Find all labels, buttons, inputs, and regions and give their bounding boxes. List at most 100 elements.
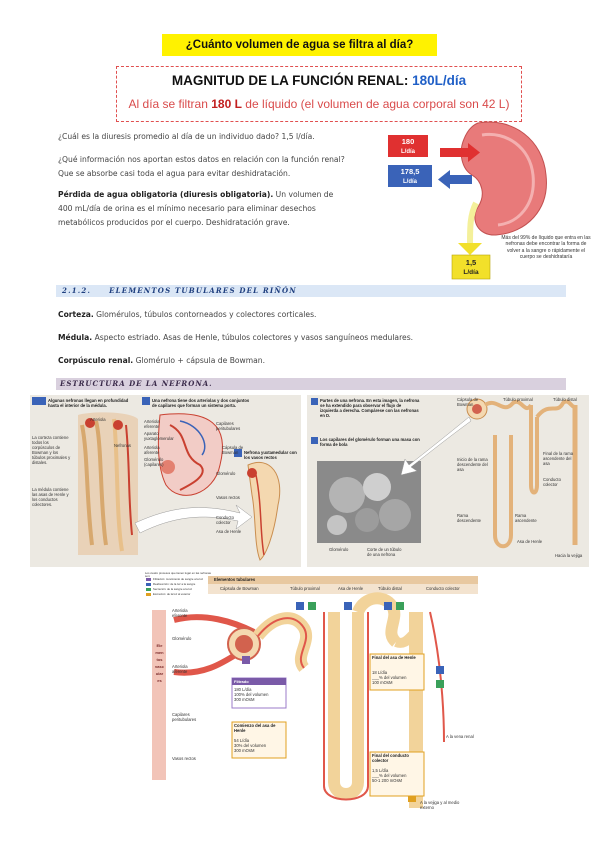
left-label-vasos-rectos: Vasos rectos — [216, 495, 240, 500]
right-label-proximal: Túbulo proximal — [503, 397, 533, 402]
vascular-vertical-label: Elementos vasculares — [155, 643, 164, 683]
left-label-asa: Asa de Henle — [216, 529, 242, 534]
micro-blob-4 — [327, 515, 347, 535]
box-filtrado-header — [232, 678, 286, 685]
definition-corteza: Corteza. Glomérulos, túbulos contorneado… — [58, 308, 558, 322]
capillary-network — [157, 413, 223, 496]
right-label-glomerulo: Glomérulo — [329, 547, 349, 552]
label-tag-b — [142, 397, 150, 405]
q2-text: ¿Qué información nos aportan estos datos… — [58, 155, 345, 164]
right-label-vejiga: Hacia la vejiga — [555, 553, 583, 558]
question-banner: ¿Cuánto volumen de agua se filtra al día… — [162, 34, 437, 56]
right-label-final: Final de la rama ascendente del asa — [543, 451, 574, 466]
box-henle-end — [369, 653, 425, 691]
tubular-drawing — [146, 576, 478, 808]
process-sec-badge-1 — [308, 602, 316, 610]
kidney-column — [78, 412, 138, 555]
process-reab-badge-2 — [344, 602, 352, 610]
legend-excretion: Excreción: de la luz al exterior — [153, 592, 191, 596]
nephron-figure-left: Algunas nefronas llegan en profundidad h… — [30, 395, 301, 567]
tubular-figure: Los cuatro procesos que tienen lugar en … — [144, 571, 484, 812]
tubular-header: Elementos tubulares — [214, 577, 256, 582]
corpusculo-text: Glomérulo + cápsula de Bowman. — [133, 356, 266, 365]
right-label-ascendente: Rama ascendente — [515, 513, 537, 523]
glomerulus-big — [235, 635, 253, 653]
urine-unit: L/día — [463, 269, 479, 276]
corpusculo-term: Corpúsculo renal. — [58, 356, 134, 365]
glomerulus-ball — [472, 404, 482, 414]
right-label-bladder: A la vejiga y al medio externo — [420, 800, 460, 810]
nephron-left-drawing — [32, 397, 281, 561]
magnitude-subtitle: Al día se filtran 180 L de líquido (el v… — [117, 97, 521, 111]
q1-text: ¿Cuál es la diuresis promedio al día de … — [58, 132, 280, 141]
out-value: 178,5 — [401, 167, 420, 176]
proximal-tubule — [483, 399, 533, 411]
tubule-3 — [112, 418, 124, 552]
legend-title: Los cuatro procesos que tienen lugar en … — [145, 571, 211, 579]
in-unit: L/día — [401, 149, 416, 155]
box-henle-start-title: Comienzo del asa de Henle — [234, 723, 276, 733]
process-sec-badge-3 — [436, 680, 444, 688]
magnitude-title-value: 180L/día — [412, 73, 467, 88]
left-label-afferent: Arteriola aferente — [172, 664, 188, 674]
ureter — [467, 201, 479, 246]
vascular-sidebar — [152, 610, 166, 780]
col-proximal: Túbulo proximal — [290, 586, 320, 591]
medula-term: Médula. — [58, 333, 93, 342]
process-sec-badge-2 — [396, 602, 404, 610]
left-label-glomerulus: Glomérulo — [172, 636, 192, 641]
section-title-text: ELEMENTOS TUBULARES DEL RIÑÓN — [109, 286, 297, 295]
legend-chip-filtration — [146, 578, 151, 581]
process-reab-badge-1 — [296, 602, 304, 610]
vasa-recta-big — [323, 612, 369, 801]
right-label-renal-vein: A la vena renal — [446, 734, 474, 739]
tubular-columns-bar — [208, 584, 478, 594]
vein-vessel — [448, 175, 472, 184]
magnitude-sub-bold: 180 L — [211, 97, 242, 111]
henle-loop-big — [328, 612, 364, 800]
in-value-box — [388, 135, 428, 157]
juxtamedullary-nephron — [247, 462, 281, 561]
vein-arrowhead — [438, 170, 450, 189]
kidney-figure: 180 L/día 178,5 L/día 1,5 L/día — [388, 121, 547, 280]
left-label-glomerulo-cap: Glomérulo (capilares) — [144, 457, 164, 467]
glomerulus-2 — [113, 420, 123, 430]
left-label-colector: Conducto colector — [216, 515, 234, 525]
magnitude-title-prefix: MAGNITUD DE LA FUNCIÓN RENAL: — [171, 73, 413, 88]
micro-blob-2 — [363, 473, 391, 501]
left-label-yuxta: Aparato yuxtaglomerular — [144, 431, 174, 441]
box-henle-end-title: Final del asa de Henle — [372, 655, 416, 660]
legend-chip-secretion — [146, 588, 151, 591]
left-label-arteriola: Arteriola — [90, 417, 106, 422]
right-header-d: Partes de una nefrona. En esta imagen, l… — [320, 398, 420, 418]
right-label-inicio: Inicio de la rama descendente del asa — [457, 457, 488, 472]
left-label-efferent: Arteriola eferente — [172, 608, 188, 618]
corteza-term: Corteza. — [58, 310, 94, 319]
right-label-bowman: Cápsula de Bowman — [457, 397, 479, 407]
left-label-aferente: Arteriola aferente — [144, 445, 160, 455]
out-value-box — [388, 165, 432, 187]
capillary-loop-2 — [179, 420, 206, 456]
kidney-cortex-shade — [481, 132, 535, 227]
urine-value-box — [451, 254, 491, 280]
section-title: 2.1.2.ELEMENTOS TUBULARES DEL RIÑÓN — [62, 285, 297, 297]
corteza-text: Glomérulos, túbulos contorneados y colec… — [93, 310, 317, 319]
glomerulus-1 — [85, 418, 95, 428]
left-label-vasa-recta: Vasos rectos — [172, 756, 196, 761]
medula-text: Aspecto estriado. Asas de Henle, túbulos… — [92, 333, 414, 342]
tubule-1 — [80, 424, 94, 546]
q3-text: Pérdida de agua obligatoria (diuresis ob… — [58, 190, 274, 199]
paragraph-diuresis: ¿Cuál es la diuresis promedio al día de … — [58, 130, 358, 144]
process-filtration-badge — [242, 656, 250, 664]
subsection-title: ESTRUCTURA DE LA NEFRONA. — [60, 379, 213, 388]
col-distal: Túbulo distal — [378, 586, 402, 591]
right-label-colector: Conducto colector — [543, 477, 561, 487]
micro-blob-3 — [379, 499, 411, 531]
right-label-distal: Túbulo distal — [553, 397, 577, 402]
left-label-bowman: Cápsula de Bowman — [222, 445, 244, 455]
box-filtrado-title: Filtrado — [234, 679, 249, 684]
renal-vein-path — [429, 611, 445, 743]
